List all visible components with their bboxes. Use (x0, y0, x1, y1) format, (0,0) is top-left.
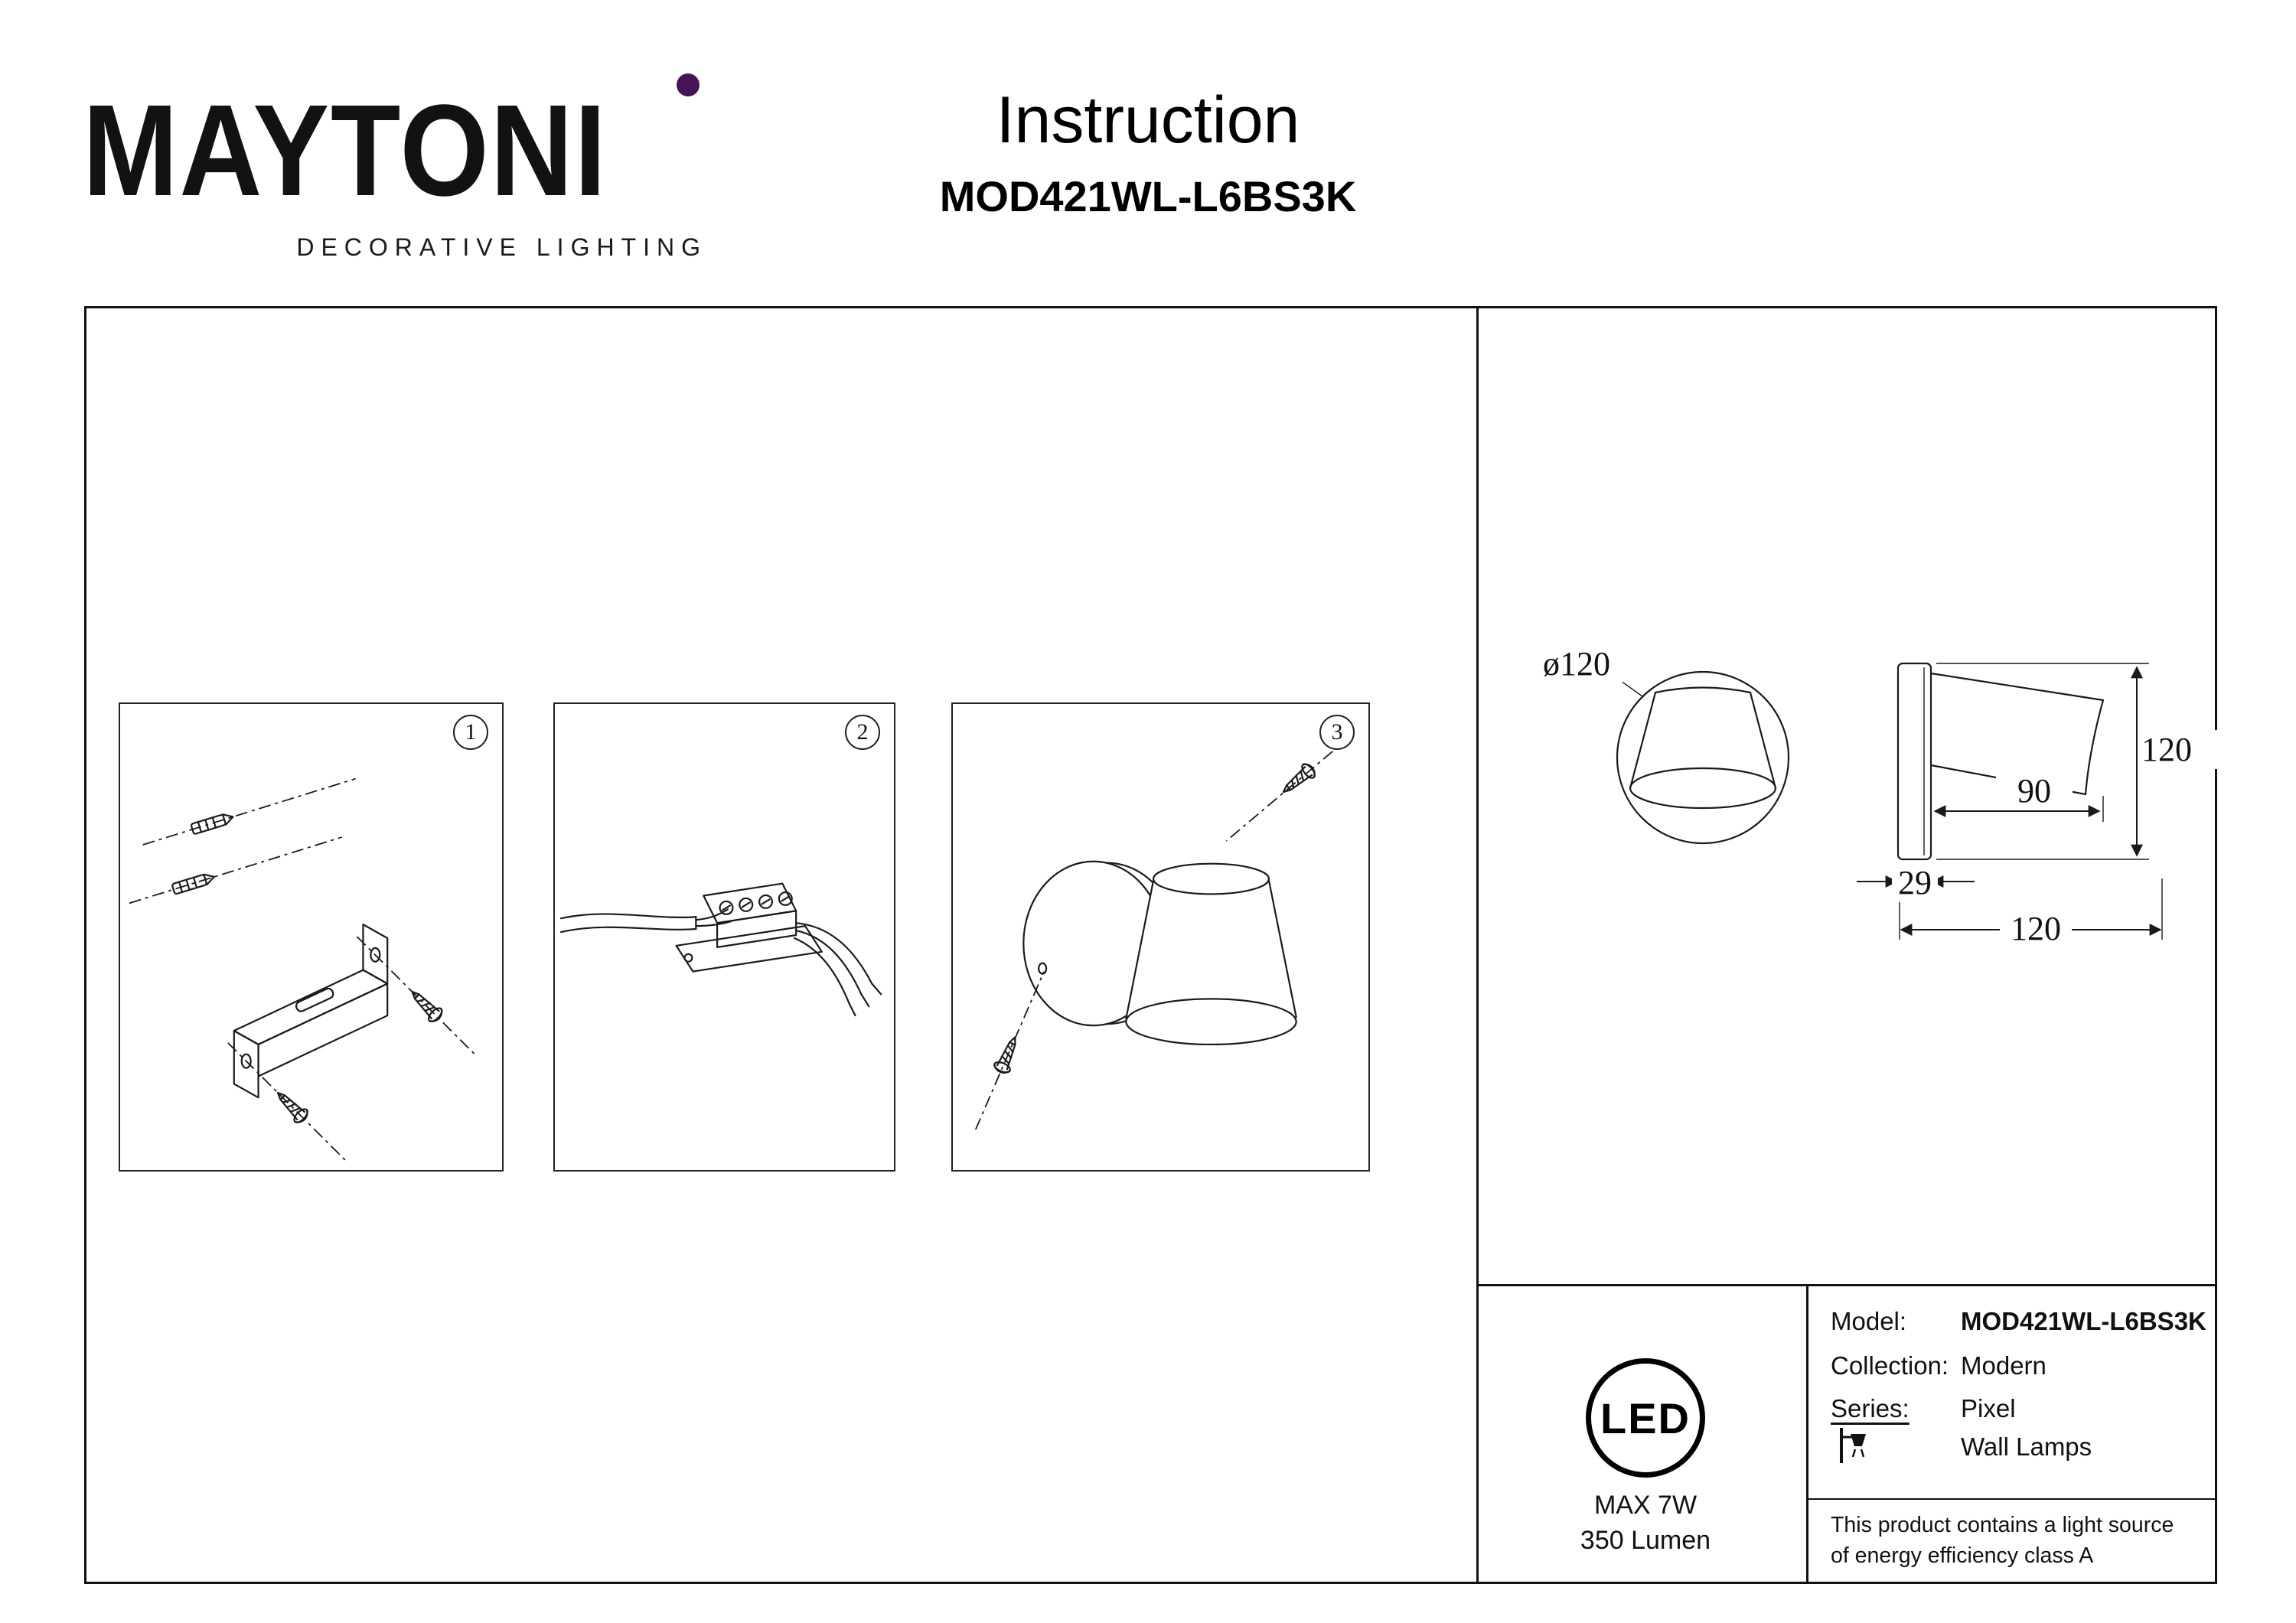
lamp-shade-drawing (1125, 862, 1297, 1046)
dimension-diameter-label: ø120 (1531, 644, 1623, 683)
screw-icon (993, 1036, 1016, 1074)
screw-icon (1282, 763, 1316, 794)
model-value: MOD421WL-L6BS3K (1961, 1307, 2206, 1335)
model-number: MOD421WL-L6BS3K (939, 172, 1357, 220)
screw-icon (276, 1091, 308, 1123)
front-view-drawing (1599, 665, 1790, 845)
table-divider (1808, 1498, 2217, 1500)
step-2-wiring-diagram (559, 882, 882, 1017)
led-logo: LED (1586, 1358, 1705, 1478)
wall-anchor-icon (171, 873, 215, 895)
brand-tagline: DECORATIVE LIGHTING (296, 233, 707, 261)
dimension-height-label: 120 (2141, 730, 2218, 769)
step-3-badge: 3 (1319, 715, 1355, 750)
dimension-shade-depth-label: 90 (1996, 771, 2073, 810)
dimension-total-depth-label: 120 (2002, 909, 2069, 948)
wall-anchor-icon (190, 813, 234, 835)
collection-value: Modern (1961, 1351, 2047, 1380)
step-1-badge: 1 (453, 715, 488, 750)
brand-dot-icon (677, 73, 700, 96)
dimension-lines (1857, 666, 2162, 936)
terminal-block-drawing (559, 882, 882, 1017)
step-1-panel: 1 (119, 702, 504, 1172)
luminous-flux-label: 350 Lumen (1580, 1526, 1711, 1555)
page-title: Instruction (996, 83, 1300, 157)
side-view-drawing (1896, 662, 2105, 861)
series-value: Pixel (1961, 1394, 2016, 1423)
brand-name: MAYTONI (83, 78, 608, 223)
model-label: Model: (1831, 1307, 1907, 1335)
vertical-divider (1476, 306, 1479, 1584)
step-2-panel: 2 (553, 702, 895, 1172)
content-frame (84, 306, 2217, 1584)
horizontal-divider (1476, 1284, 2217, 1286)
maytoni-logo: MAYTONI (83, 86, 679, 216)
step-1-mounting-diagram (129, 777, 478, 1164)
max-power-label: MAX 7W (1593, 1491, 1698, 1520)
series-label: Series: (1831, 1394, 1910, 1423)
collection-label: Collection: (1831, 1351, 1949, 1380)
step-3-assembly-diagram (974, 751, 1333, 1130)
energy-note: This product contains a light source of … (1831, 1513, 2174, 1568)
dimension-drawings (1599, 662, 2163, 940)
wall-lamp-icon (1840, 1428, 1866, 1463)
step-3-panel: 3 (951, 702, 1370, 1172)
vertical-divider-2 (1806, 1284, 1808, 1584)
dimension-base-depth-label: 29 (1892, 863, 1938, 902)
type-value: Wall Lamps (1961, 1432, 2092, 1461)
mounting-bracket-drawing (233, 924, 389, 1099)
screw-icon (411, 990, 443, 1022)
led-label: LED (1600, 1393, 1691, 1442)
step-2-badge: 2 (845, 715, 880, 750)
